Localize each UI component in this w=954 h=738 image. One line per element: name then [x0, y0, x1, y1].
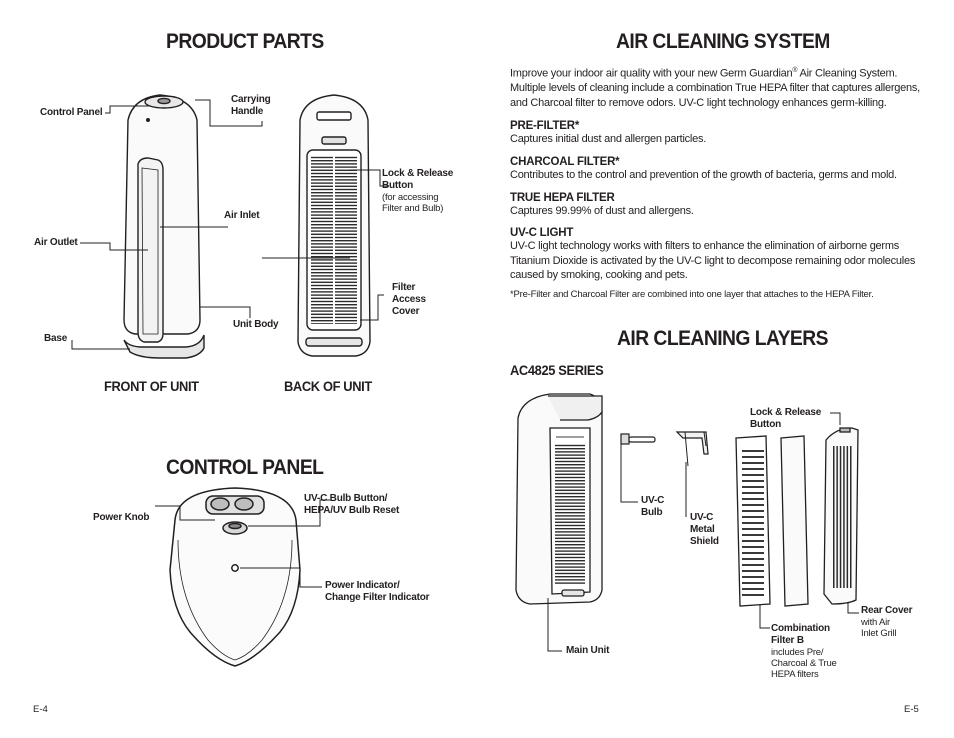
label-filter-access-cover: Filter Access Cover	[392, 282, 426, 317]
series-heading: AC4825 SERIES	[510, 362, 604, 378]
label-uvc-bulb: UV-C Bulb	[641, 495, 665, 518]
air-cleaning-layers-title: AIR CLEANING LAYERS	[617, 327, 829, 350]
uvc-bulb-illustration	[620, 433, 656, 445]
section-text-hepa: Captures 99.99% of dust and allergens.	[510, 204, 694, 217]
label-main-unit: Main Unit	[566, 645, 610, 656]
label-uvc-bulb-button: UV-C Bulb Button/ HEPA/UV Bulb Reset	[304, 493, 400, 516]
label-carrying-handle: Carrying Handle	[231, 94, 271, 117]
front-of-unit-caption: FRONT OF UNIT	[104, 378, 199, 394]
label-power-indicator: Power Indicator/ Change Filter Indicator	[325, 580, 430, 603]
control-panel-illustration	[169, 487, 301, 667]
control-panel-title: CONTROL PANEL	[166, 456, 324, 479]
section-heading-charcoal: CHARCOAL FILTER*	[510, 156, 620, 169]
main-unit-illustration	[515, 393, 603, 605]
section-text-prefilter: Captures initial dust and allergen parti…	[510, 133, 707, 146]
label-power-knob: Power Knob	[93, 512, 150, 523]
label-air-inlet: Air Inlet	[224, 210, 260, 221]
label-layers-lock-release: Lock & Release Button	[750, 407, 822, 430]
section-heading-prefilter: PRE-FILTER*	[510, 120, 580, 133]
air-cleaning-system-title: AIR CLEANING SYSTEM	[616, 30, 830, 53]
label-combination-filter: Combination Filter B includes Pre/ Charc…	[771, 623, 837, 680]
section-heading-uvc: UV-C LIGHT	[510, 227, 574, 240]
footnote: *Pre-Filter and Charcoal Filter are comb…	[510, 289, 874, 300]
section-text-charcoal: Contributes to the control and preventio…	[510, 169, 897, 182]
uvc-shield-illustration	[675, 431, 709, 467]
intro-paragraph: Improve your indoor air quality with you…	[510, 67, 920, 109]
label-base: Base	[44, 333, 68, 344]
label-unit-body: Unit Body	[233, 319, 279, 330]
label-rear-cover: Rear Cover with Air Inlet Grill	[861, 605, 913, 639]
back-of-unit-caption: BACK OF UNIT	[284, 378, 372, 394]
label-uvc-metal-shield: UV-C Metal Shield	[690, 512, 719, 547]
rear-cover-illustration	[823, 427, 859, 605]
page-number-right: E-5	[904, 704, 919, 715]
page-number-left: E-4	[33, 704, 48, 715]
air-cleaning-system-body: Improve your indoor air quality with you…	[510, 64, 922, 300]
label-control-panel: Control Panel	[40, 107, 103, 118]
combination-filter-illustration	[735, 435, 809, 607]
front-unit-illustration	[123, 94, 205, 359]
section-text-uvc: UV-C light technology works with filters…	[510, 240, 916, 282]
label-lock-release-button: Lock & Release Button (for accessing Fil…	[382, 168, 454, 214]
section-heading-hepa: TRUE HEPA FILTER	[510, 191, 615, 204]
back-unit-illustration	[297, 94, 371, 357]
leader-lines	[71, 99, 859, 652]
label-air-outlet: Air Outlet	[34, 237, 78, 248]
product-parts-title: PRODUCT PARTS	[166, 30, 324, 53]
